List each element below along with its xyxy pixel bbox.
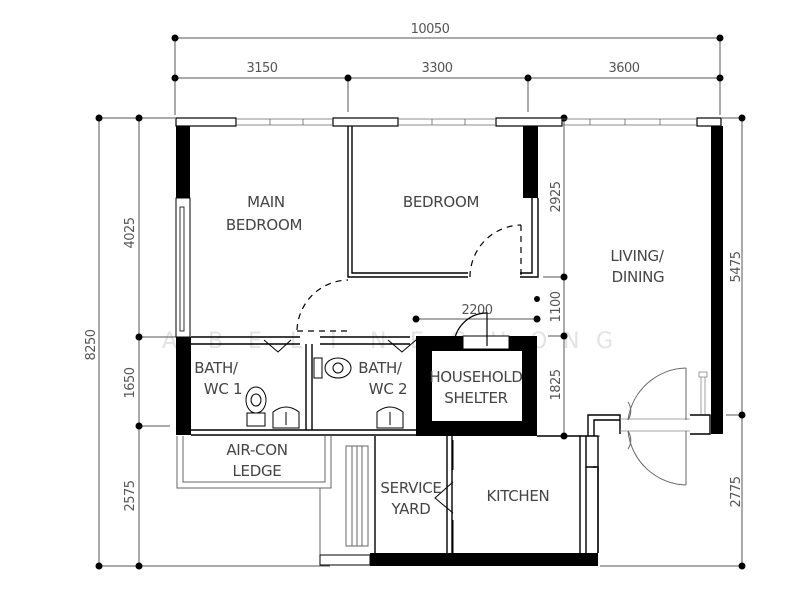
- label-aircon-1: AIR-CON: [226, 441, 287, 459]
- label-main-bedroom-1: MAIN: [247, 193, 285, 211]
- dim-left-total: 8250: [84, 329, 99, 360]
- label-bath1-2: WC 1: [204, 380, 242, 398]
- svg-text:L: L: [290, 329, 303, 354]
- label-service-2: YARD: [390, 500, 430, 518]
- svg-text:B: B: [208, 329, 223, 354]
- dim-right-lower: 2775: [729, 476, 744, 507]
- dim-shelter-width: 2200: [461, 303, 492, 318]
- label-living-1: LIVING/: [610, 247, 665, 265]
- dim-right-upper: 5475: [729, 251, 744, 282]
- label-bath1-1: BATH/: [194, 359, 239, 377]
- door-swings: [296, 224, 522, 347]
- watermark: A B E L I N E C H O N G: [162, 329, 613, 354]
- label-shelter-2: SHELTER: [444, 389, 508, 407]
- label-service-1: SERVICE: [380, 479, 441, 497]
- svg-text:G: G: [596, 329, 613, 354]
- label-kitchen: KITCHEN: [487, 487, 550, 505]
- svg-text:N: N: [370, 329, 386, 354]
- dim-left-3: 2575: [123, 480, 138, 511]
- main-door-swing: [263, 339, 687, 553]
- sanitary-fixtures: [245, 357, 404, 429]
- svg-text:I: I: [330, 329, 337, 354]
- dimension-lines: [98, 37, 743, 567]
- aircon-ledge-outline: [176, 436, 371, 566]
- label-aircon-2: LEDGE: [233, 462, 282, 480]
- walls: [175, 117, 723, 566]
- label-bath2-1: BATH/: [358, 359, 403, 377]
- label-bedroom: BEDROOM: [403, 193, 479, 211]
- label-living-2: DINING: [612, 268, 665, 286]
- dim-top-3: 3600: [608, 61, 639, 76]
- dimension-dots: [95, 34, 746, 570]
- dim-inner-2: 1100: [549, 291, 564, 322]
- label-bath2-2: WC 2: [369, 380, 407, 398]
- svg-text:N: N: [563, 329, 579, 354]
- dim-inner-3: 1825: [549, 369, 564, 400]
- dim-top-2: 3300: [421, 61, 452, 76]
- dim-top-1: 3150: [246, 61, 277, 76]
- label-main-bedroom-2: BEDROOM: [226, 216, 302, 234]
- svg-text:A: A: [162, 329, 177, 354]
- dim-inner-1: 2925: [549, 181, 564, 212]
- label-shelter-1: HOUSEHOLD: [429, 368, 522, 386]
- dim-left-2: 1650: [123, 367, 138, 398]
- svg-text:E: E: [248, 329, 262, 354]
- dim-top-total: 10050: [411, 22, 450, 37]
- dim-left-1: 4025: [123, 217, 138, 248]
